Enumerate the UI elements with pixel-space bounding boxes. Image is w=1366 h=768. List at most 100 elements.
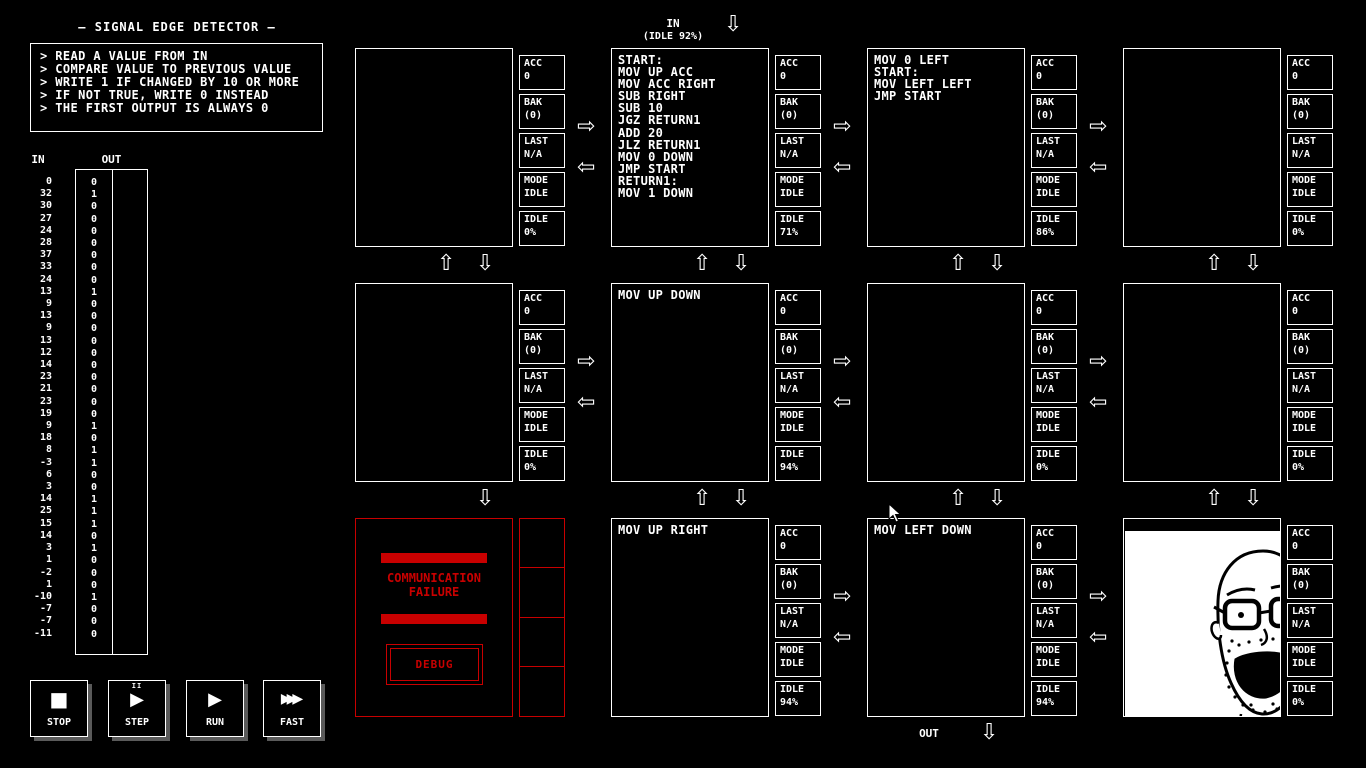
idle-label: IDLE — [524, 214, 549, 225]
output-arrow-down-icon: ⇩ — [980, 720, 999, 745]
last-value: N/A — [780, 384, 799, 395]
node-code-editor[interactable]: START: MOV UP ACC MOV ACC RIGHT SUB RIGH… — [611, 48, 769, 247]
node-code-editor[interactable] — [355, 48, 513, 247]
node: START: MOV UP ACC MOV ACC RIGHT SUB RIGH… — [611, 48, 821, 247]
last-value: N/A — [524, 384, 543, 395]
port-arrow-left-icon: ⇦ — [577, 390, 596, 415]
last-value: N/A — [1292, 149, 1311, 160]
bak-label: BAK — [524, 97, 543, 108]
out-expected-list: 0 1 0 0 0 0 0 0 0 1 0 0 0 0 0 0 0 0 0 0 … — [90, 177, 98, 640]
node-code-editor[interactable] — [867, 283, 1025, 482]
idle-label: IDLE — [1036, 449, 1061, 460]
node-code-editor[interactable] — [1123, 518, 1281, 717]
port-arrow-down-icon: ⇩ — [988, 251, 1007, 276]
port-arrow-up-icon: ⇧ — [1205, 486, 1224, 511]
node-code-editor[interactable] — [355, 283, 513, 482]
acc-value: 0 — [1292, 306, 1299, 317]
acc-value: 0 — [780, 541, 787, 552]
idle-value: 0% — [524, 462, 537, 473]
bak-label: BAK — [1036, 567, 1055, 578]
port-arrow-down-icon: ⇩ — [732, 251, 751, 276]
mode-label: MODE — [780, 645, 805, 656]
mode-label: MODE — [780, 410, 805, 421]
bak-box: BAK(0) — [1287, 329, 1333, 364]
node-code-editor[interactable]: MOV LEFT DOWN — [867, 518, 1025, 717]
acc-value: 0 — [1036, 306, 1043, 317]
idle-value: 94% — [780, 697, 799, 708]
idle-value: 0% — [1292, 697, 1305, 708]
port-arrow-right-icon: ⇨ — [577, 114, 596, 139]
bak-value: (0) — [1292, 345, 1311, 356]
node-code-editor[interactable] — [1123, 283, 1281, 482]
stop-icon: ■ — [49, 687, 69, 711]
bak-value: (0) — [780, 345, 799, 356]
bak-box: BAK(0) — [775, 329, 821, 364]
idle-value: 0% — [1036, 462, 1049, 473]
soyjak-face-image — [1125, 531, 1280, 716]
node: MOV 0 LEFT START: MOV LEFT LEFT JMP STAR… — [867, 48, 1077, 247]
step-button[interactable]: II▶ STEP — [108, 680, 166, 737]
port-arrow-left-icon: ⇦ — [833, 625, 852, 650]
run-button[interactable]: ▶ RUN — [186, 680, 244, 737]
fast-button[interactable]: ▶▶▶ FAST — [263, 680, 321, 737]
input-indicator: IN (IDLE 92%) — [611, 17, 735, 42]
node-code-editor[interactable]: MOV UP RIGHT — [611, 518, 769, 717]
in-values-list: 0 32 30 27 24 28 37 33 24 13 9 13 9 13 1… — [33, 176, 52, 639]
mode-value: IDLE — [1036, 423, 1061, 434]
node-code-editor[interactable] — [1123, 48, 1281, 247]
port-arrow-left-icon: ⇦ — [1089, 625, 1108, 650]
stop-button[interactable]: ■ STOP — [30, 680, 88, 737]
in-column-header: IN — [31, 153, 45, 166]
port-arrow-down-icon: ⇩ — [476, 486, 495, 511]
bak-box: BAK(0) — [1031, 94, 1077, 129]
node-code-editor[interactable]: MOV UP DOWN — [611, 283, 769, 482]
bak-value: (0) — [780, 110, 799, 121]
acc-label: ACC — [1036, 58, 1055, 69]
fast-forward-icon: ▶▶▶ — [280, 691, 303, 707]
port-arrow-right-icon: ⇨ — [1089, 114, 1108, 139]
idle-label: IDLE — [1036, 684, 1061, 695]
failure-stat-cell — [520, 519, 564, 569]
failure-panel: COMMUNICATION FAILURE DEBUG — [355, 518, 513, 717]
last-label: LAST — [1292, 136, 1317, 147]
idle-value: 94% — [780, 462, 799, 473]
idle-label: IDLE — [1036, 214, 1061, 225]
bak-label: BAK — [1292, 97, 1311, 108]
last-label: LAST — [780, 606, 805, 617]
mode-value: IDLE — [524, 188, 549, 199]
step-button-label: STEP — [124, 717, 150, 728]
debug-button[interactable]: DEBUG — [386, 644, 483, 685]
bak-box: BAK(0) — [519, 329, 565, 364]
idle-value: 0% — [524, 227, 537, 238]
failure-stat-cell — [520, 667, 564, 716]
port-arrow-left-icon: ⇦ — [833, 155, 852, 180]
node-code-editor[interactable]: MOV 0 LEFT START: MOV LEFT LEFT JMP STAR… — [867, 48, 1025, 247]
acc-value: 0 — [780, 71, 787, 82]
last-label: LAST — [1292, 371, 1317, 382]
acc-label: ACC — [1292, 528, 1311, 539]
node-communication-failure: COMMUNICATION FAILURE DEBUG — [355, 518, 565, 717]
acc-value: 0 — [1292, 541, 1299, 552]
mode-value: IDLE — [1292, 658, 1317, 669]
acc-label: ACC — [780, 58, 799, 69]
acc-value: 0 — [524, 306, 531, 317]
acc-label: ACC — [780, 528, 799, 539]
